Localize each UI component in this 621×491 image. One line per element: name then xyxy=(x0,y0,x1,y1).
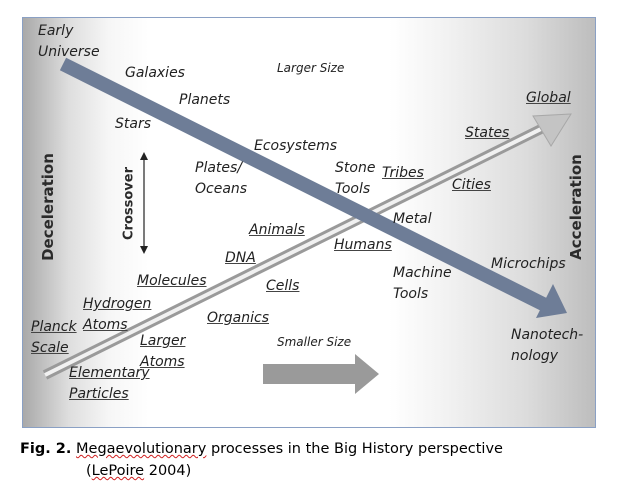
nanotechnology-label: Nanotech- nology xyxy=(511,327,584,364)
cells-label: Cells xyxy=(266,278,300,294)
caption-word-megaevolutionary: Megaevolutionary xyxy=(76,441,207,457)
time-arrow xyxy=(263,354,379,394)
caption-author: LePoire xyxy=(91,463,145,479)
crossover-arrow xyxy=(140,152,148,254)
animals-label: Animals xyxy=(249,222,305,238)
deceleration-arrow xyxy=(59,57,567,318)
figure-caption: Fig. 2. Megaevolutionary processes in th… xyxy=(20,438,600,482)
ecosystems-label: Ecosystems xyxy=(254,138,338,154)
larger-atoms-label: Larger Atoms xyxy=(140,333,186,370)
diagram-arrows xyxy=(42,57,572,394)
stars-label: Stars xyxy=(115,116,152,132)
diagram-figure: Larger Size Smaller Size Deceleration Ac… xyxy=(22,17,596,428)
machine-tools-label: Machine Tools xyxy=(393,265,452,302)
stone-tools-label: Stone Tools xyxy=(335,160,376,197)
tribes-label: Tribes xyxy=(382,165,424,181)
elementary-particles-label: Elementary Particles xyxy=(69,365,150,402)
humans-label: Humans xyxy=(334,237,392,253)
larger-size-label: Larger Size xyxy=(277,61,345,75)
galaxies-label: Galaxies xyxy=(125,65,185,81)
crossover-label: Crossover xyxy=(121,167,137,240)
microchips-label: Microchips xyxy=(491,256,566,272)
metal-label: Metal xyxy=(393,211,432,227)
time-label: Time xyxy=(305,384,340,400)
caption-text-2: 2004) xyxy=(144,463,192,479)
planets-label: Planets xyxy=(179,92,231,108)
acceleration-arrow xyxy=(42,113,572,380)
smaller-size-label: Smaller Size xyxy=(277,335,352,349)
molecules-label: Molecules xyxy=(137,273,207,289)
caption-paren: ( xyxy=(86,463,92,479)
cities-label: Cities xyxy=(452,177,491,193)
figure-number: Fig. 2. xyxy=(20,441,72,457)
deceleration-label: Deceleration xyxy=(39,153,57,261)
early-universe-label: Early Universe xyxy=(38,23,100,60)
states-label: States xyxy=(465,125,510,141)
organics-label: Organics xyxy=(207,310,269,326)
hydrogen-atoms-label: Hydrogen Atoms xyxy=(83,296,152,333)
dna-label: DNA xyxy=(225,250,256,266)
global-label: Global xyxy=(526,90,571,106)
plates-oceans-label: Plates/ Oceans xyxy=(195,160,248,197)
acceleration-label: Acceleration xyxy=(567,154,585,260)
planck-scale-label: Planck Scale xyxy=(31,319,77,356)
caption-text-1: processes in the Big History perspective xyxy=(206,441,503,457)
